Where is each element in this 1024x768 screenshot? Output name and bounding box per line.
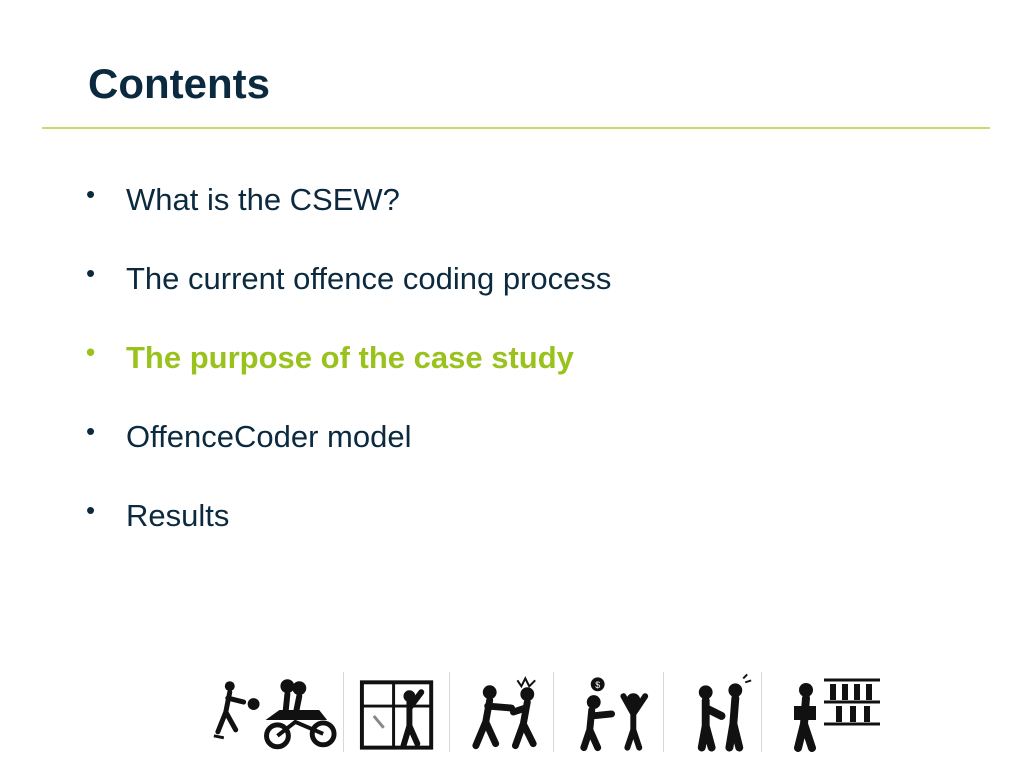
bullet-dot: • xyxy=(86,337,96,367)
bullet-text: The current offence coding process xyxy=(126,261,612,296)
burglary-window-icon xyxy=(354,672,450,752)
bullet-item: • What is the CSEW? xyxy=(86,179,986,220)
shoplifting-icon xyxy=(780,672,884,752)
bullet-text: What is the CSEW? xyxy=(126,182,400,217)
bullet-text: OffenceCoder model xyxy=(126,419,412,454)
harassment-icon xyxy=(682,672,762,752)
bullet-text: The purpose of the case study xyxy=(126,340,574,375)
crime-icons-strip: $ xyxy=(196,672,886,754)
bullet-item: • OffenceCoder model xyxy=(86,416,986,457)
bullet-dot: • xyxy=(86,179,96,209)
motorbike-theft-icon xyxy=(196,672,344,752)
title-divider xyxy=(42,127,990,129)
bullet-text: Results xyxy=(126,498,230,533)
robbery-icon: $ xyxy=(568,672,664,752)
bullet-item: • The current offence coding process xyxy=(86,258,986,299)
assault-icon xyxy=(464,672,554,752)
bullet-item-active: • The purpose of the case study xyxy=(86,337,986,378)
bullet-item: • Results xyxy=(86,495,986,536)
bullet-dot: • xyxy=(86,258,96,288)
bullet-dot: • xyxy=(86,495,96,525)
slide-title: Contents xyxy=(88,60,270,107)
svg-text:$: $ xyxy=(595,680,600,690)
bullet-dot: • xyxy=(86,416,96,446)
